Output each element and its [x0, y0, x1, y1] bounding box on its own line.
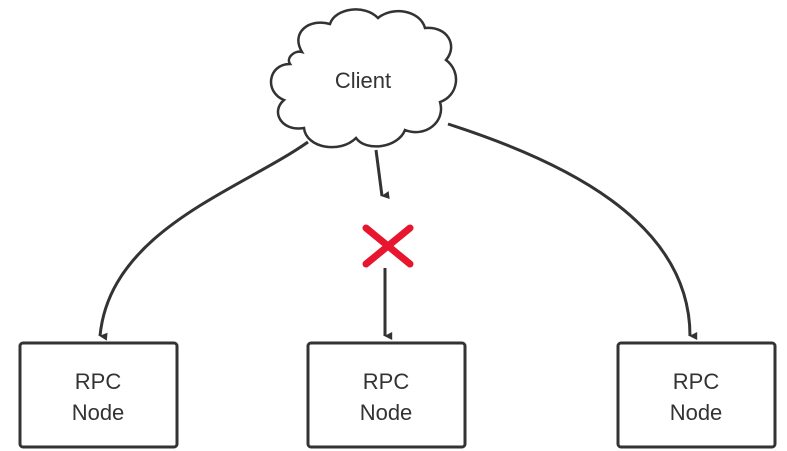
connection-edge-left — [98, 140, 309, 341]
node-3-line2: Node — [670, 400, 723, 425]
connection-edge-right — [447, 122, 698, 340]
node-2-line1: RPC — [363, 369, 410, 394]
node-1-line2: Node — [72, 400, 125, 425]
node-2-line2: Node — [360, 400, 413, 425]
node-1-line1: RPC — [75, 369, 122, 394]
blocked-x-icon — [362, 224, 414, 268]
node-3-line1: RPC — [673, 369, 720, 394]
rpc-node-3: RPC Node — [616, 341, 777, 449]
rpc-node-1: RPC Node — [18, 341, 179, 449]
rpc-node-2: RPC Node — [306, 341, 467, 449]
client-label: Client — [335, 68, 391, 93]
cloud-icon — [269, 8, 458, 149]
client-cloud: Client — [269, 8, 458, 149]
connection-edge-middle-top — [374, 149, 390, 200]
